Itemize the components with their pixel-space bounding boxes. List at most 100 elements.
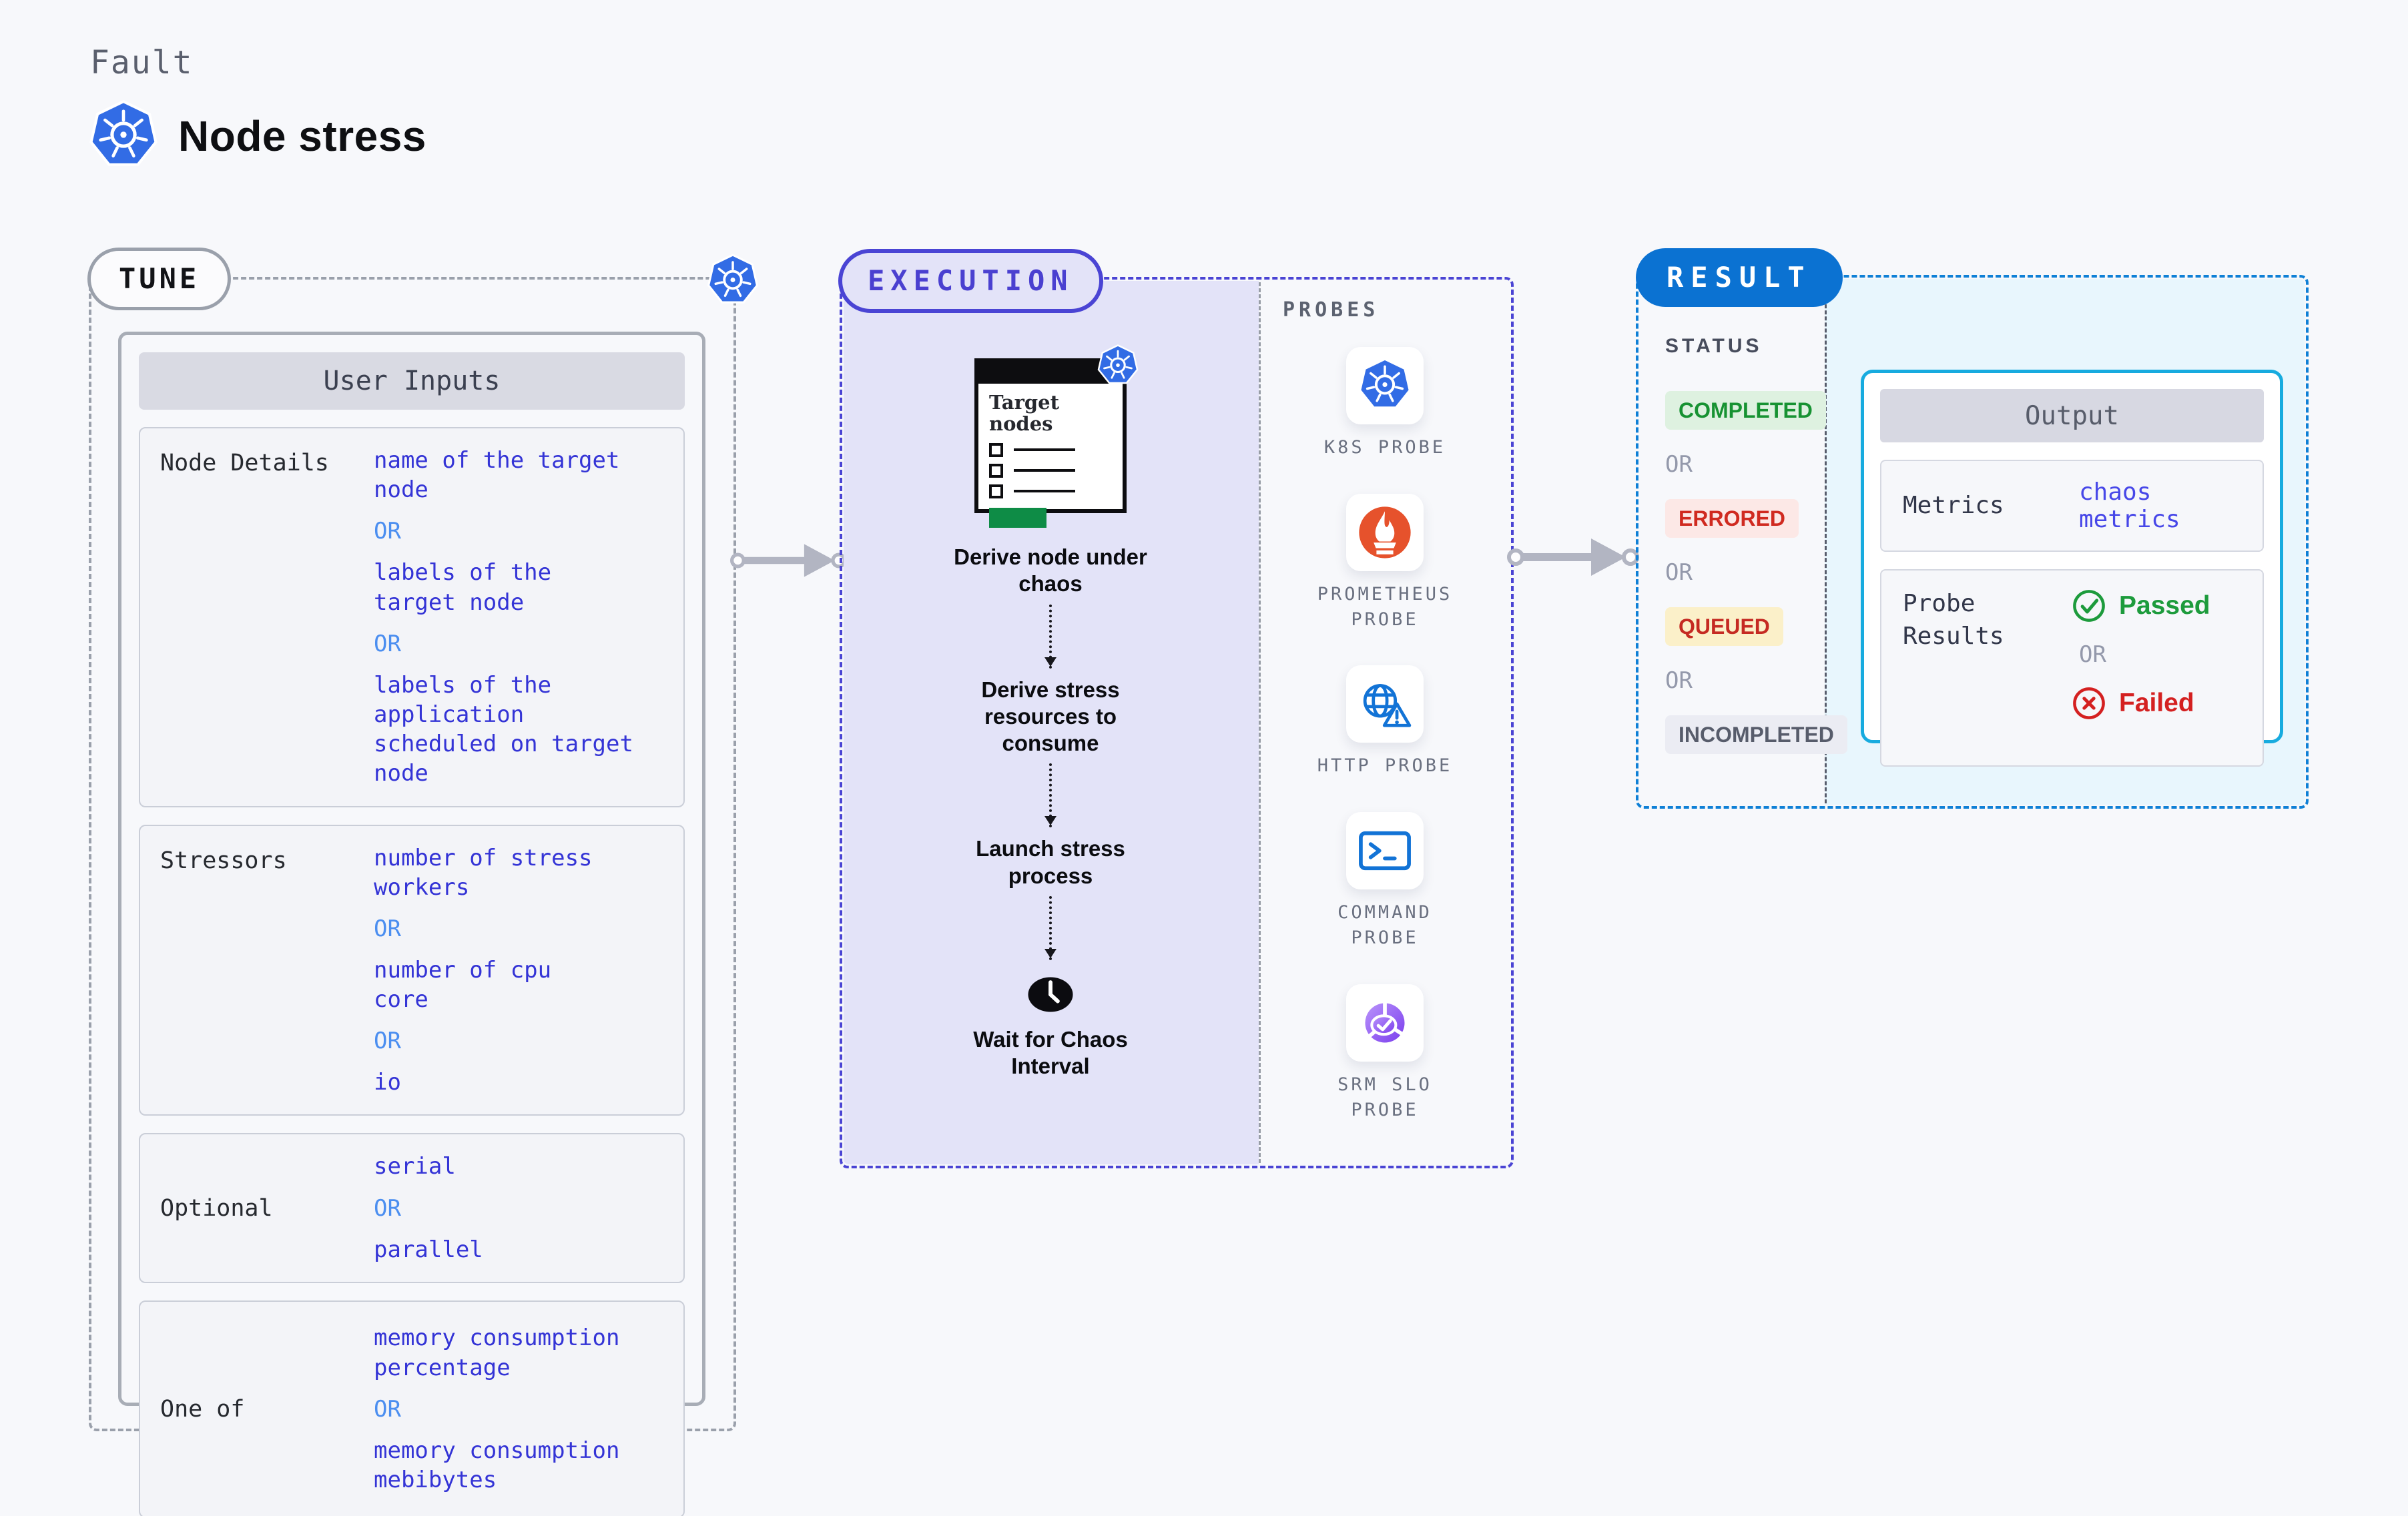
or-separator: OR: [374, 518, 401, 545]
output-panel: Output Metrics chaos metrics Probe Resul…: [1861, 370, 2283, 767]
status-badge-errored: ERRORED: [1665, 499, 1799, 538]
probe-label: K8S PROBE: [1323, 437, 1446, 458]
clock-icon: [1022, 972, 1079, 1017]
or-separator: OR: [374, 1028, 401, 1055]
result-section: RESULT STATUS COMPLETED OR ERRORED OR QU…: [1636, 248, 2309, 809]
or-separator: OR: [374, 915, 401, 942]
input-value: labels of the target node: [374, 559, 552, 616]
clipboard-checklist: [989, 442, 1075, 498]
tune-badge: TUNE: [87, 248, 232, 310]
srm-slo-probe-icon: [1358, 996, 1412, 1050]
row-label: Optional: [160, 1194, 273, 1222]
kubernetes-icon: [1097, 344, 1139, 388]
probe-item-http: HTTP PROBE: [1317, 665, 1453, 779]
status-badge-queued: QUEUED: [1665, 607, 1783, 646]
or-separator: OR: [1665, 451, 1693, 478]
row-label: One of: [160, 1395, 245, 1423]
execution-section: EXECUTION Target nodes Derive node under…: [838, 249, 1514, 1168]
kubernetes-icon: [707, 253, 759, 309]
probe-results-row: Probe Results Passed OR Failed: [1880, 569, 2264, 767]
flow-arrow-execution-to-result: [1507, 530, 1640, 584]
http-probe-icon: [1356, 679, 1414, 729]
probe-card: [1346, 347, 1424, 424]
input-value: labels of the application scheduled on t…: [374, 671, 633, 787]
result-badge: RESULT: [1636, 248, 1843, 307]
output-header: Output: [1880, 389, 2264, 442]
input-value: serial: [374, 1153, 456, 1180]
step-derive-node: Derive node under chaos: [954, 544, 1147, 597]
down-arrow: [1044, 763, 1057, 828]
probe-card: [1345, 984, 1424, 1062]
flow-arrow-tune-to-execution: [730, 534, 848, 587]
probes-divider: [1259, 282, 1261, 1163]
page-title: Node stress: [178, 112, 426, 160]
prometheus-probe-icon: [1357, 504, 1413, 560]
failed-label: Failed: [2119, 689, 2194, 717]
status-divider: [1825, 280, 1827, 803]
input-value: number of cpu core: [374, 956, 552, 1014]
or-separator: OR: [374, 1395, 401, 1423]
row-label: Stressors: [160, 847, 287, 874]
probe-card: [1346, 493, 1424, 571]
checkbox-icon: [989, 463, 1003, 478]
probe-label: HTTP PROBE: [1317, 755, 1453, 777]
input-value: memory consumption percentage: [374, 1324, 620, 1381]
metrics-label: Metrics: [1903, 491, 2004, 519]
user-input-row-node-details: Node Details name of the target node OR …: [139, 427, 685, 807]
input-value: parallel: [374, 1236, 483, 1263]
page-title-row: Node stress: [89, 99, 426, 173]
user-inputs-card: User Inputs Node Details name of the tar…: [118, 332, 705, 1516]
k8s-probe-icon: [1358, 357, 1412, 414]
checkbox-icon: [989, 442, 1003, 457]
or-separator: OR: [2079, 641, 2106, 668]
fault-kicker: Fault: [90, 44, 194, 81]
passed-label: Passed: [2119, 591, 2210, 620]
checkbox-icon: [989, 484, 1003, 498]
command-probe-icon: [1358, 829, 1412, 873]
probe-label: PROMETHEUS PROBE: [1317, 583, 1453, 630]
probe-item-srm-slo: SRM SLO PROBE: [1337, 984, 1432, 1123]
clipboard-title: Target nodes: [989, 391, 1059, 436]
or-separator: OR: [374, 630, 401, 657]
probe-item-k8s: K8S PROBE: [1324, 347, 1446, 460]
step-derive-stress-resources: Derive stress resources to consume: [981, 677, 1120, 756]
probe-item-prometheus: PROMETHEUS PROBE: [1317, 493, 1453, 633]
or-separator: OR: [1665, 559, 1693, 586]
status-badge-incompleted: INCOMPLETED: [1665, 715, 1847, 754]
probe-results-label: Probe Results: [1903, 590, 2004, 650]
down-arrow: [1044, 895, 1057, 960]
input-value: io: [374, 1069, 401, 1096]
probes-title: PROBES: [1283, 298, 1380, 322]
user-input-row-stressors: Stressors number of stress workers OR nu…: [139, 824, 685, 1116]
probe-item-command: COMMAND PROBE: [1337, 812, 1432, 951]
list-line: [1014, 448, 1075, 452]
input-value: memory consumption mebibytes: [374, 1437, 620, 1493]
user-inputs-header: User Inputs: [139, 352, 685, 410]
failed-x-icon: [2071, 685, 2107, 721]
step-launch-stress: Launch stress process: [976, 836, 1125, 888]
status-title: STATUS: [1665, 335, 1763, 357]
list-line: [1014, 490, 1075, 493]
probe-card: [1345, 812, 1424, 890]
input-value: number of stress workers: [374, 844, 593, 901]
progress-bar: [989, 507, 1046, 528]
status-column: STATUS COMPLETED OR ERRORED OR QUEUED OR…: [1638, 278, 1847, 806]
probe-label: SRM SLO PROBE: [1337, 1074, 1432, 1120]
user-input-row-one-of: One of memory consumption percentage OR …: [139, 1300, 685, 1516]
probes-panel: PROBES K8S PROBE PROMETHEUS PROBE HTTP P…: [1259, 280, 1511, 1166]
probe-card: [1346, 665, 1424, 743]
or-separator: OR: [1665, 667, 1693, 694]
tune-section: TUNE User Inputs Node Details name of th…: [87, 248, 736, 1516]
passed-check-icon: [2071, 588, 2107, 624]
metrics-row: Metrics chaos metrics: [1880, 460, 2264, 552]
probe-label: COMMAND PROBE: [1337, 902, 1432, 948]
metrics-value: chaos metrics: [2079, 478, 2180, 533]
status-badge-completed: COMPLETED: [1665, 391, 1826, 430]
row-label: Node Details: [160, 450, 329, 476]
or-separator: OR: [374, 1194, 401, 1222]
user-input-row-optional: Optional serial OR parallel: [139, 1133, 685, 1283]
list-line: [1014, 469, 1075, 472]
kubernetes-icon: [89, 99, 158, 173]
down-arrow: [1044, 604, 1057, 669]
